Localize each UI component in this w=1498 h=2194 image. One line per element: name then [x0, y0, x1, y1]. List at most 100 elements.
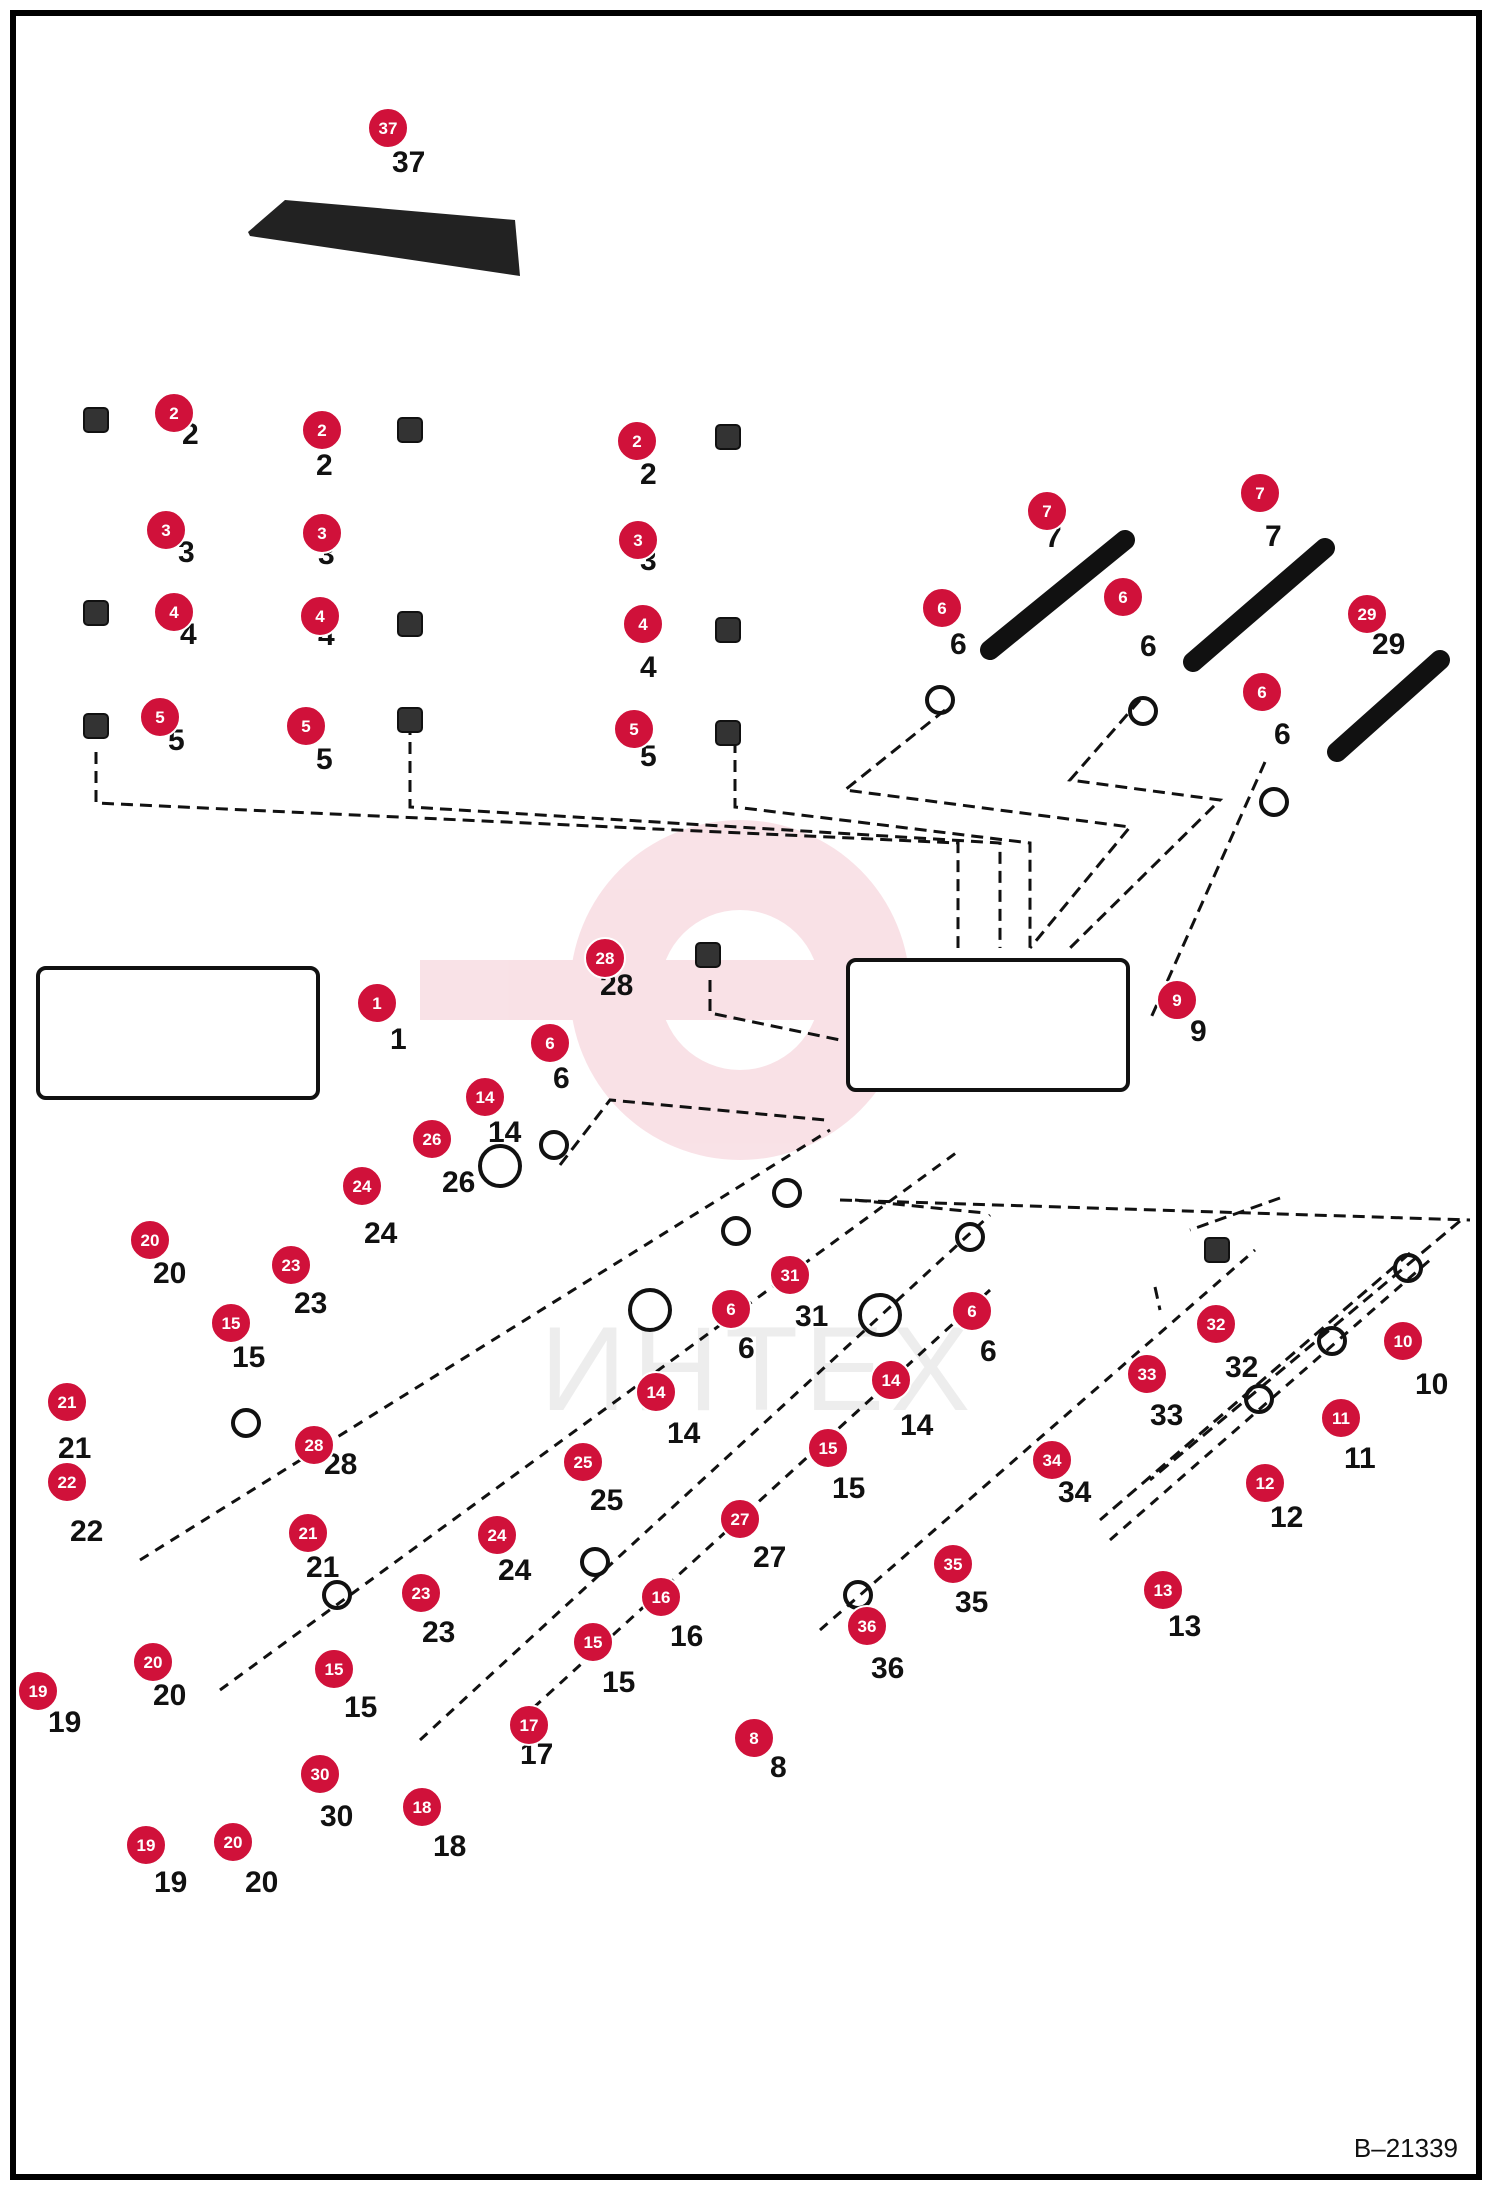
dashed-line	[1149, 1219, 1461, 1482]
badge-circle	[635, 1371, 677, 1413]
part-number-label: 6	[950, 628, 967, 661]
badge-circle	[46, 1381, 88, 1423]
badge-number: 3	[161, 521, 170, 540]
callout-badge: 8	[733, 1717, 775, 1759]
badge-circle	[1382, 1320, 1424, 1362]
callout-badge: 23	[270, 1244, 312, 1286]
part-number-label: 21	[306, 1551, 339, 1584]
badge-circle	[1126, 1353, 1168, 1395]
dashed-line	[839, 1198, 1471, 1222]
badge-number: 24	[488, 1526, 507, 1545]
callout-badge: 6	[529, 1022, 571, 1064]
badge-number: 2	[169, 404, 178, 423]
badge-circle	[299, 1753, 341, 1795]
badge-circle	[562, 1441, 604, 1483]
part-number-label: 15	[832, 1472, 865, 1505]
badge-number: 28	[596, 949, 615, 968]
badge-circle	[341, 1165, 383, 1207]
part-number-label: 23	[294, 1287, 327, 1320]
badge-circle	[769, 1254, 811, 1296]
callout-badge: 4	[622, 603, 664, 645]
badge-circle	[807, 1427, 849, 1469]
badge-number: 13	[1154, 1581, 1173, 1600]
drawing-code: B–21339	[1353, 2133, 1458, 2163]
part-number-label: 15	[602, 1666, 635, 1699]
badge-number: 5	[629, 720, 638, 739]
badge-number: 14	[882, 1371, 901, 1390]
badge-number: 20	[144, 1653, 163, 1672]
o-ring	[231, 1408, 261, 1438]
callout-badge: 1	[356, 982, 398, 1024]
badge-circle	[153, 392, 195, 434]
part-number-label: 25	[590, 1484, 623, 1517]
part-number-label: 32	[1225, 1351, 1258, 1384]
badge-circle	[139, 696, 181, 738]
part-number-label: 20	[245, 1866, 278, 1899]
part-number-label: 5	[640, 740, 657, 773]
part-number-label: 33	[1150, 1399, 1183, 1432]
badge-circle	[951, 1290, 993, 1332]
badge-number: 5	[155, 708, 164, 727]
part-number-label: 14	[488, 1116, 522, 1149]
part-number-label: 10	[1415, 1368, 1448, 1401]
spool-stem	[1183, 538, 1335, 672]
callout-badge: 17	[508, 1704, 550, 1746]
badge-number: 4	[638, 615, 648, 634]
plug	[83, 600, 109, 626]
badge-number: 3	[633, 531, 642, 550]
badge-number: 36	[858, 1617, 877, 1636]
badge-circle	[613, 708, 655, 750]
badge-circle	[356, 982, 398, 1024]
callout-badge: 36	[846, 1605, 888, 1647]
part-number-label: 12	[1270, 1501, 1303, 1534]
part-number-label: 24	[498, 1554, 532, 1587]
callout-badge: 33	[1126, 1353, 1168, 1395]
badge-circle	[153, 591, 195, 633]
badge-circle	[508, 1704, 550, 1746]
callout-badge: 31	[769, 1254, 811, 1296]
badge-number: 21	[58, 1393, 77, 1412]
part-number-label: 22	[70, 1515, 103, 1548]
badge-circle	[719, 1498, 761, 1540]
badge-number: 15	[222, 1314, 241, 1333]
badge-circle	[1239, 472, 1281, 514]
callout-badge: 10	[1382, 1320, 1424, 1362]
callout-badge: 24	[476, 1514, 518, 1556]
badge-circle	[932, 1543, 974, 1585]
badge-circle	[1102, 576, 1144, 618]
part-number-label: 5	[316, 743, 333, 776]
callout-badge: 22	[46, 1461, 88, 1503]
badge-number: 26	[423, 1130, 442, 1149]
o-ring	[1128, 696, 1158, 726]
callout-badge: 28	[293, 1424, 335, 1466]
dashed-line	[94, 752, 960, 948]
callout-badge: 27	[719, 1498, 761, 1540]
callout-badge: 7	[1026, 490, 1068, 532]
badge-circle	[870, 1359, 912, 1401]
callout-badge: 14	[464, 1076, 506, 1118]
o-ring	[628, 1288, 672, 1332]
badge-number: 6	[967, 1302, 976, 1321]
part-number-label: 6	[553, 1062, 570, 1095]
callout-badge: 3	[617, 519, 659, 561]
part-number-label: 7	[1265, 520, 1282, 553]
badge-number: 7	[1042, 502, 1051, 521]
spool-stem	[1327, 650, 1450, 762]
badge-circle	[733, 1717, 775, 1759]
dashed-line	[1153, 1286, 1162, 1311]
callout-badge: 26	[411, 1118, 453, 1160]
badge-circle	[1026, 490, 1068, 532]
badge-number: 32	[1207, 1315, 1226, 1334]
badge-number: 6	[726, 1300, 735, 1319]
callout-badge: 14	[870, 1359, 912, 1401]
callout-badge: 21	[46, 1381, 88, 1423]
callout-badge: 6	[921, 587, 963, 629]
badge-circle	[1031, 1439, 1073, 1481]
part-number-label: 21	[58, 1432, 91, 1465]
dashed-line	[558, 1098, 826, 1166]
callout-badge: 35	[932, 1543, 974, 1585]
badge-number: 5	[301, 717, 310, 736]
part-number-label: 3	[178, 536, 195, 569]
plug	[695, 942, 721, 968]
